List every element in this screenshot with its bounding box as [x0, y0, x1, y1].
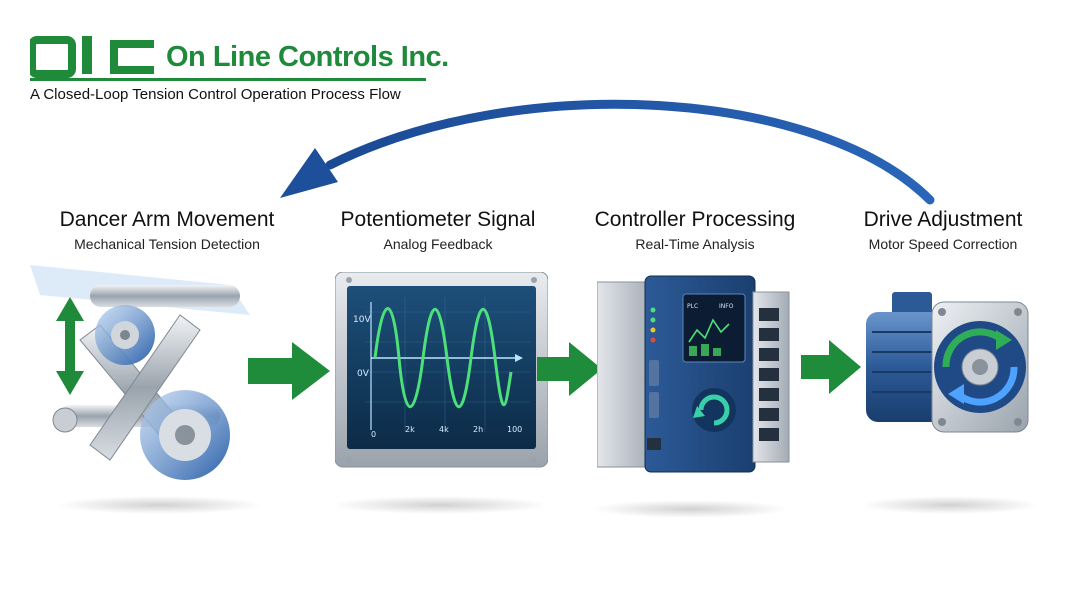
osc-x-tick: 2k [405, 425, 415, 434]
step-3-title: Controller Processing [594, 208, 796, 231]
step-1-title: Dancer Arm Movement [59, 208, 275, 231]
osc-x-tick: 4k [439, 425, 449, 434]
step-4-subtitle: Motor Speed Correction [868, 236, 1018, 252]
dancer-shadow [55, 496, 265, 514]
osc-y-mid-label: 0V [357, 369, 370, 379]
controller-screen-label-right: INFO [719, 303, 734, 310]
step-4-title: Drive Adjustment [863, 208, 1023, 231]
olc-logo [30, 36, 154, 78]
controller-screen-label-left: PLC [687, 303, 698, 310]
page-subtitle: A Closed-Loop Tension Control Operation … [30, 86, 401, 103]
controller-illustration: PLC INFO [597, 275, 790, 473]
controller-shadow [590, 500, 790, 518]
step-1-subtitle: Mechanical Tension Detection [74, 236, 260, 252]
osc-x-tick: 2h [473, 425, 483, 434]
osc-x-tick: 0 [371, 430, 376, 439]
dancer-arm-illustration [30, 265, 250, 480]
step-3-subtitle: Real-Time Analysis [635, 236, 755, 252]
logo-underline [30, 78, 426, 81]
flow-arrow-3 [801, 340, 861, 394]
osc-y-top-label: 10V [353, 315, 371, 325]
step-2-subtitle: Analog Feedback [383, 236, 493, 252]
osc-x-tick: 100 [507, 425, 522, 434]
motor-illustration [866, 292, 1029, 433]
flow-arrow-1 [248, 342, 330, 400]
oscilloscope-illustration: 10V 0V 0 2k 4k 2h 100 [335, 272, 548, 468]
company-name: On Line Controls Inc. [166, 41, 449, 73]
step-2-title: Potentiometer Signal [340, 208, 536, 231]
motor-shadow [860, 496, 1040, 514]
oscilloscope-shadow [330, 496, 550, 514]
flow-arrow-2 [537, 342, 602, 396]
